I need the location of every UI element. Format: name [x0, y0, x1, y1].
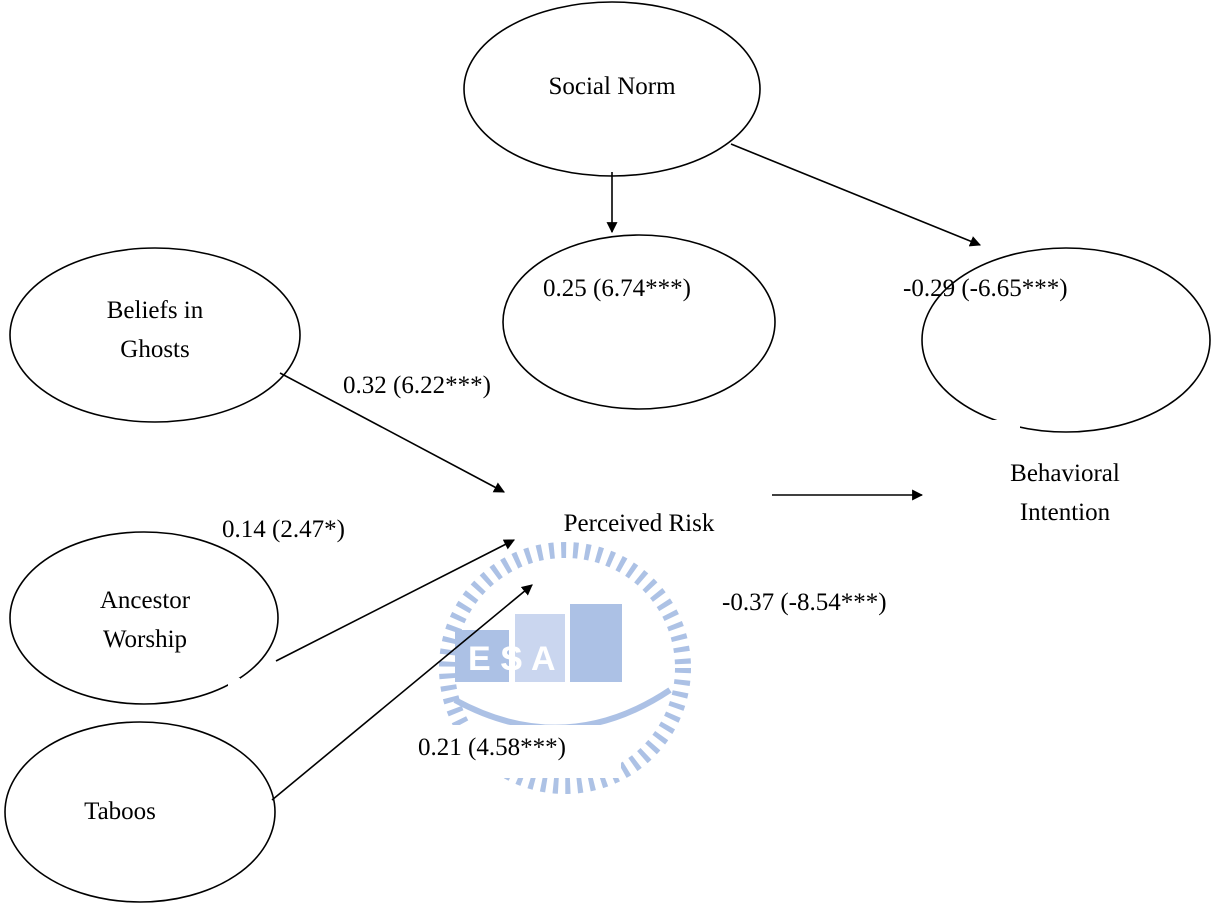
node-taboos — [4, 721, 276, 903]
node-behavioral-intention — [921, 247, 1211, 433]
node-perceived-risk — [502, 234, 776, 410]
outline-gap — [228, 678, 240, 688]
coef-social-norm-to-behavioral-intention: -0.29 (-6.65***) — [903, 275, 1068, 302]
arrow-taboos-to-perceived-risk — [271, 584, 533, 801]
watermark-letters: E S A — [468, 640, 556, 678]
label-ancestor-worship: Ancestor Worship — [99, 587, 191, 653]
arrow-beliefs-to-perceived-risk — [279, 372, 505, 493]
label-beliefs-in-ghosts: Beliefs in Ghosts — [106, 297, 204, 363]
coef-beliefs-to-perceived-risk: 0.32 (6.22***) — [343, 372, 491, 399]
label-taboos: Taboos — [84, 798, 156, 825]
coef-taboos-to-perceived-risk: 0.21 (4.58***) — [408, 725, 621, 778]
node-beliefs-in-ghosts — [9, 247, 301, 423]
coef-perceived-risk-to-behavioral-intention: -0.37 (-8.54***) — [722, 589, 887, 616]
arrow-ancestor-to-perceived-risk — [275, 539, 515, 662]
label-social-norm: Social Norm — [548, 73, 676, 100]
label-perceived-risk: Perceived Risk — [563, 510, 715, 537]
outline-gap — [960, 420, 1020, 428]
label-behavioral-intention: Behavioral Intention — [1010, 460, 1120, 526]
node-ancestor-worship — [9, 531, 279, 705]
coef-social-norm-to-perceived-risk: 0.25 (6.74***) — [543, 275, 691, 302]
coef-ancestor-to-perceived-risk: 0.14 (2.47*) — [222, 516, 345, 543]
arrow-social-norm-to-behavioral-intention — [730, 143, 982, 247]
